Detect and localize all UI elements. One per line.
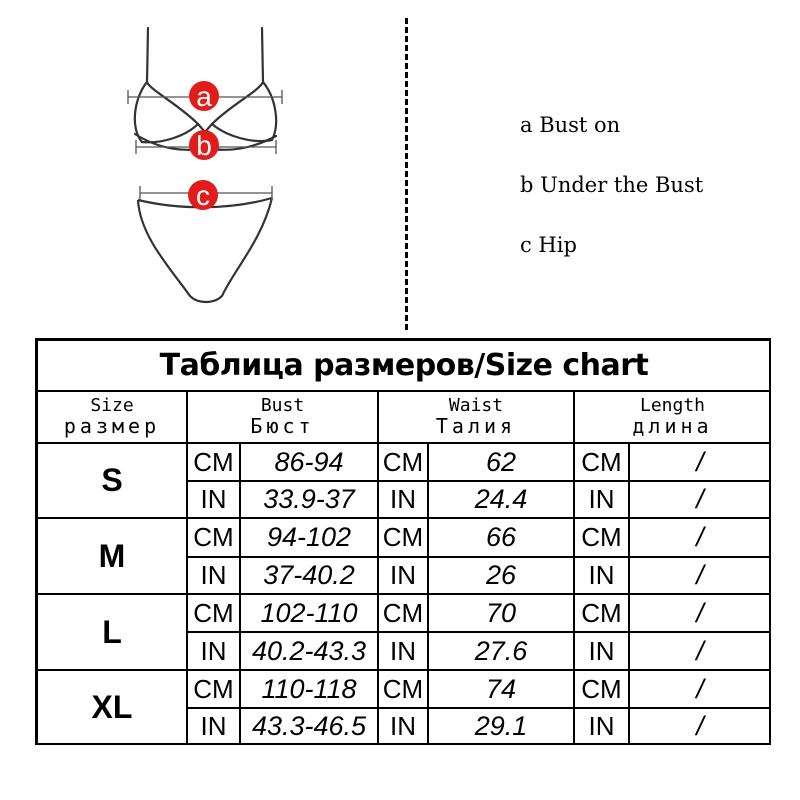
header-size-en: Size — [90, 395, 134, 417]
length-cm-value: / — [629, 443, 771, 481]
bust-in-value: 40.2-43.3 — [240, 632, 378, 670]
unit-cm: CM — [574, 670, 629, 708]
waist-in-value: 27.6 — [428, 632, 574, 670]
bust-in-value: 37-40.2 — [240, 557, 378, 594]
unit-in: IN — [187, 557, 240, 594]
unit-cm: CM — [574, 518, 629, 557]
bust-cm-value: 86-94 — [240, 443, 378, 481]
unit-cm: CM — [574, 443, 629, 481]
bust-cm-value: 102-110 — [240, 594, 378, 632]
marker-b: b — [189, 130, 219, 161]
waist-cm-value: 62 — [428, 443, 574, 481]
bust-in-value: 33.9-37 — [240, 481, 378, 518]
length-cm-value: / — [629, 518, 771, 557]
unit-in: IN — [187, 481, 240, 518]
right-cup — [210, 80, 278, 143]
waist-cm-value: 70 — [428, 594, 574, 632]
unit-in: IN — [574, 708, 629, 745]
unit-in: IN — [574, 632, 629, 670]
right-strap — [260, 26, 265, 84]
marker-c: c — [188, 180, 218, 211]
unit-cm: CM — [378, 594, 428, 632]
length-in-value: / — [629, 708, 771, 745]
marker-b-letter: b — [196, 130, 212, 161]
bust-cm-value: 94-102 — [240, 518, 378, 557]
size-label: M — [37, 518, 187, 594]
left-strap — [145, 26, 150, 84]
table-title: Таблица размеров/Size chart — [37, 340, 771, 391]
bikini-bottom-outline — [136, 196, 274, 304]
unit-cm: CM — [187, 670, 240, 708]
marker-a: a — [189, 81, 219, 112]
unit-cm: CM — [574, 594, 629, 632]
length-cm-value: / — [629, 670, 771, 708]
marker-a-letter: a — [196, 81, 212, 112]
unit-in: IN — [187, 632, 240, 670]
unit-cm: CM — [187, 594, 240, 632]
bust-cm-value: 110-118 — [240, 670, 378, 708]
header-length-en: Length — [639, 395, 706, 417]
header-bust-en: Bust — [260, 395, 305, 417]
header-waist-ru: Талия — [435, 413, 517, 438]
legend-bust: a Bust on — [520, 113, 621, 137]
legend-hip: c Hip — [520, 233, 577, 257]
header-length-ru: длина — [632, 413, 713, 438]
waist-in-value: 24.4 — [428, 481, 574, 518]
length-cm-value: / — [629, 594, 771, 632]
waist-cm-value: 66 — [428, 518, 574, 557]
unit-in: IN — [378, 632, 428, 670]
unit-in: IN — [378, 708, 428, 745]
unit-cm: CM — [187, 518, 240, 557]
swimsuit-measurement-diagram: a b c — [127, 26, 283, 304]
header-bust-ru: Бюст — [250, 413, 315, 438]
size-label: L — [37, 594, 187, 670]
length-in-value: / — [629, 632, 771, 670]
unit-cm: CM — [378, 443, 428, 481]
size-label: S — [37, 443, 187, 518]
length-in-value: / — [629, 557, 771, 594]
unit-in: IN — [574, 481, 629, 518]
size-label: XL — [37, 670, 187, 745]
unit-in: IN — [378, 557, 428, 594]
waist-in-value: 26 — [428, 557, 574, 594]
dashed-divider — [405, 18, 408, 330]
waist-in-value: 29.1 — [428, 708, 574, 745]
unit-cm: CM — [378, 670, 428, 708]
header-size-ru: размер — [63, 413, 161, 438]
bottom-body — [136, 197, 274, 304]
unit-in: IN — [187, 708, 240, 745]
length-in-value: / — [629, 481, 771, 518]
legend-under-bust: b Under the Bust — [520, 173, 704, 197]
bust-in-value: 43.3-46.5 — [240, 708, 378, 745]
unit-cm: CM — [187, 443, 240, 481]
marker-c-letter: c — [196, 180, 210, 211]
unit-cm: CM — [378, 518, 428, 557]
waist-cm-value: 74 — [428, 670, 574, 708]
header-waist-en: Waist — [448, 395, 504, 417]
unit-in: IN — [378, 481, 428, 518]
left-cup — [133, 80, 200, 144]
unit-in: IN — [574, 557, 629, 594]
